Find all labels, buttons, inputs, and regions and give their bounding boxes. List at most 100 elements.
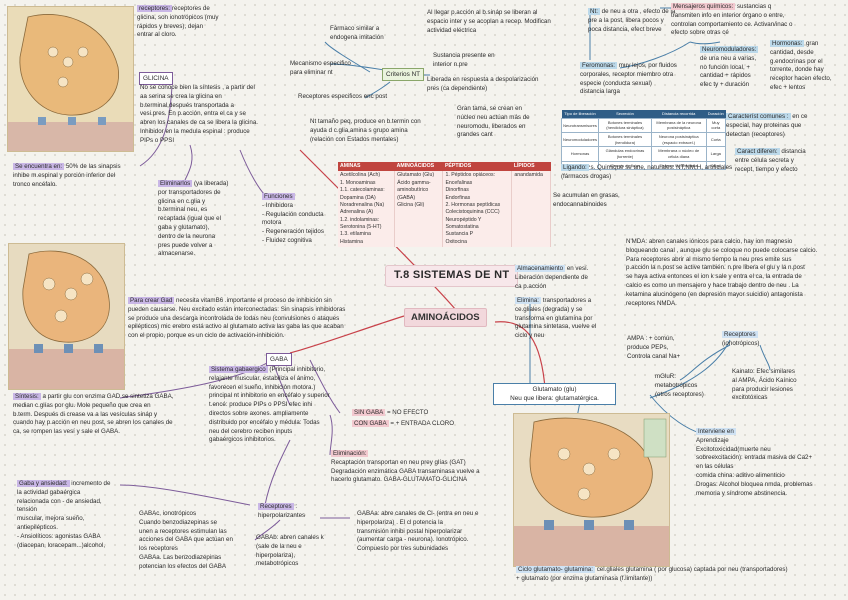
glycine-elimination-text: (ya liberada) por transportadores de gli… [158,180,229,258]
glycine-location-note: Se encuentra en: 50% de las sinapsis inh… [13,163,143,189]
glutamato-almacenamiento-note: Almacenamiento en vesí. Liberación depen… [515,265,610,291]
lipidos-text: Se acumulan en grasas, endocannabinoides [553,192,620,208]
glycine-synapse-illustration [7,6,134,152]
ciclo-note: Ciclo glutamato- glutamina: cel.gliales … [516,566,846,584]
criterio-liberada: Liberada en respuesta a despolarización … [427,76,562,94]
glicina-box: GLICINA [139,72,173,86]
ciclo-label: Ciclo glutamato- glutamina: [516,566,595,573]
cell: Membrana de la neurona postsináptica [650,117,707,134]
gaba-sintesis-note: Síntesis: a partir glu con enzima GAD se… [13,393,201,437]
gaba-sin-label: SIN GABA [352,409,386,416]
synapse-drawing-icon [8,7,133,151]
caract-comunes-label: Característ comunes : [726,113,791,120]
gaba-sistema-label: Sistema gabaergico [209,366,268,373]
gaba-gad-note: Para crear Gad necesita vitamB6 .importa… [128,297,398,341]
gaba-receptores-label: Receptores [258,503,294,510]
neuromoduladores-label: Neuromoduladores: [700,46,759,53]
glutamate-synapse-illustration [513,413,670,567]
glycine-location-text: 50% de las sinapsis inhibe m.espinal y p… [13,163,121,188]
mglur-text: mGluR: metabotrópicos (otros receptores) [655,373,704,398]
caract-diferen-text: distancia entre célula secreta y recept,… [735,148,806,173]
gaba-receptores-note: Receptores : hiperpolarizantes [258,503,338,521]
glutamato-box-label: Glutamato (glu) Neu que libera: glutamat… [510,386,599,403]
hormonas-text: gran cantidad, desde g.endocrinas por el… [770,40,832,91]
caract-diferen-note: Caract diferen: distancia entre célula s… [735,148,845,174]
gabaa-note: GABAa: abre canales de Cl- (entra en neu… [357,510,507,554]
interviene-note: Interviene en Aprendizaje Excitotoxicida… [696,428,844,498]
nmda-text: N'MDA: abren canales iónicos para calcio… [626,238,818,307]
glutamato-receptores-text: (ionotrópicos) [722,339,760,347]
synapse-drawing-icon [514,414,669,566]
gaba-sistema-text: (Principal inhibitorio, relajante muscul… [209,366,330,444]
criterio-sustancia-text: Sustancia presente en interior n.pre [433,52,495,68]
criterio-nt-tamano-text: Nt tamaño peq, produce en b.termin con a… [310,118,421,143]
glycine-receptores-text: receptores de glicina, son ionotrópicos … [137,5,219,39]
cell: Membrana o núcleo de célula diana [650,146,707,162]
nt-header-aminoacidos: AMINOÁCIDOS [394,162,443,172]
cell: A través de flujos [598,160,652,171]
glycine-elimination-note: Eliminarlos (ya liberada) por transporta… [158,180,263,259]
glutamato-almacenamiento-label: Almacenamiento [515,265,566,272]
gaba-receptores-text: : hiperpolarizantes [258,503,306,519]
hormonas-note: Hormonas: gran cantidad, desde g.endocri… [770,40,845,93]
criterio-nt-tamano: Nt tamaño peq, produce en b.termin con a… [310,118,455,144]
liberacion-table: Tipo de liberación Secreción Distancia r… [560,110,727,171]
glutamato-elimina-text: transportadores a ce.gliales (degrada) y… [515,297,597,340]
mensajeros-note: Mensajeros químicos: sustancias q transm… [671,3,841,38]
cell: Larga [705,160,727,171]
cell: Neurona postsináptica (espacio extracel.… [650,132,707,148]
glycine-elimination-label: Eliminarlos [158,180,193,187]
interviene-text: Aprendizaje Excitotoxicidad(muerte neu s… [696,436,813,497]
gaba-gad-text: necesita vitamB6 .importante el proceso … [128,297,346,340]
page-title: T.8 SISTEMAS DE NT [385,265,519,287]
glycine-main-text: No se conoce bien la síntesis , a partir… [140,84,258,144]
gabaa-text: GABAa: abre canales de Cl- (entra en neu… [357,510,479,553]
caract-diferen-label: Caract diferen: [735,148,780,155]
nt-col-aminas: Acetilcolina (Ach) 1. Monoaminas 1.1. ca… [338,171,396,248]
glutamato-receptores-label: Receptores [722,331,758,338]
ligando-text: s. Quimique se une, naturales: NT,NM,H, … [561,164,733,180]
glycine-functions-label: Funciones [262,193,295,200]
synapse-drawing-icon [9,244,124,389]
nt-header-peptidos: PÉPTIDOS [442,162,512,172]
neuromoduladores-text: de una neu a varias, no función local, +… [700,54,757,89]
nt-definition-label: Nt: [588,8,600,15]
nt-col-lipidos: anandamida [511,171,551,248]
cell: Larga [705,146,727,162]
cell: Botones terminales (hendidura) [598,132,652,148]
glycine-functions-note: Funciones - Inhibidora - Regulación cond… [262,193,347,246]
ciclo-text: cel.gliales glutamina ( por glucosa) cap… [516,566,788,582]
gaba-eliminacion-note: Eliminación: Recaptación transportan en … [331,450,511,485]
gaba-eliminacion-text: Recaptación transportan en neu prey glía… [331,458,480,484]
cell: Muy corta [705,117,727,134]
lipidos-note: Se acumulan en grasas, endocannabinoides [553,192,648,210]
lib-header-duracion: Duración [706,110,726,119]
cell: Neuromoduladores [560,132,600,148]
criterio-liberada-text: Liberada en respuesta a despolarización … [427,76,539,92]
gaba-ansiedad-note: Gaba y ansiedad: incremento de la activi… [17,480,137,550]
caract-comunes-note: Característ comunes : en ce especial, ha… [726,113,844,139]
feromonas-note: Feromonas: muy lejos, por fluidos corpor… [580,62,700,97]
gaba-sistema-note: Sistema gabaergico (Principal inhibitori… [209,366,349,445]
nt-col-aminoacidos: Glutamato (Glu) Ácido gamma- aminobutíri… [394,171,444,248]
criterio-receptores-text: Receptores especificos enc post [298,93,388,100]
nt-col-peptidos: 1. Péptidos opiáceos: Encefalinas Dinorf… [442,171,513,248]
glycine-functions-list: - Inhibidora - Regulación conducta motor… [262,201,324,244]
feromonas-label: Feromonas: [580,62,618,69]
glicina-box-label: GLICINA [143,75,169,82]
criterio-gran-text: Gran tama, se crean en núcleo neu actúan… [457,105,530,139]
gaba-con-note: CON GABA = + ENTRADA CLORO [352,420,482,429]
glutamato-receptores-note: Receptores (ionotrópicos) [722,331,782,349]
glutamato-elimina-note: Elimina: transportadores a ce.gliales (d… [515,297,620,341]
cell: Neurotransmisores [560,117,600,134]
criterio-llegar: Al llegar p.acción al b.sináp se liberan… [427,9,577,35]
gaba-gad-label: Para crear Gad [128,297,175,304]
gabab-note: GABAb: abren canales k (sale de la neu e… [256,534,341,569]
glycine-receptores-label: receptores: [137,5,172,12]
glutamato-box: Glutamato (glu) Neu que libera: glutamat… [493,383,616,406]
cell: Glándulas endocrinas (torrente) [598,146,652,162]
cell: Hormonas [560,146,600,162]
mglur-note: mGluR: metabotrópicos (otros receptores) [655,373,725,399]
